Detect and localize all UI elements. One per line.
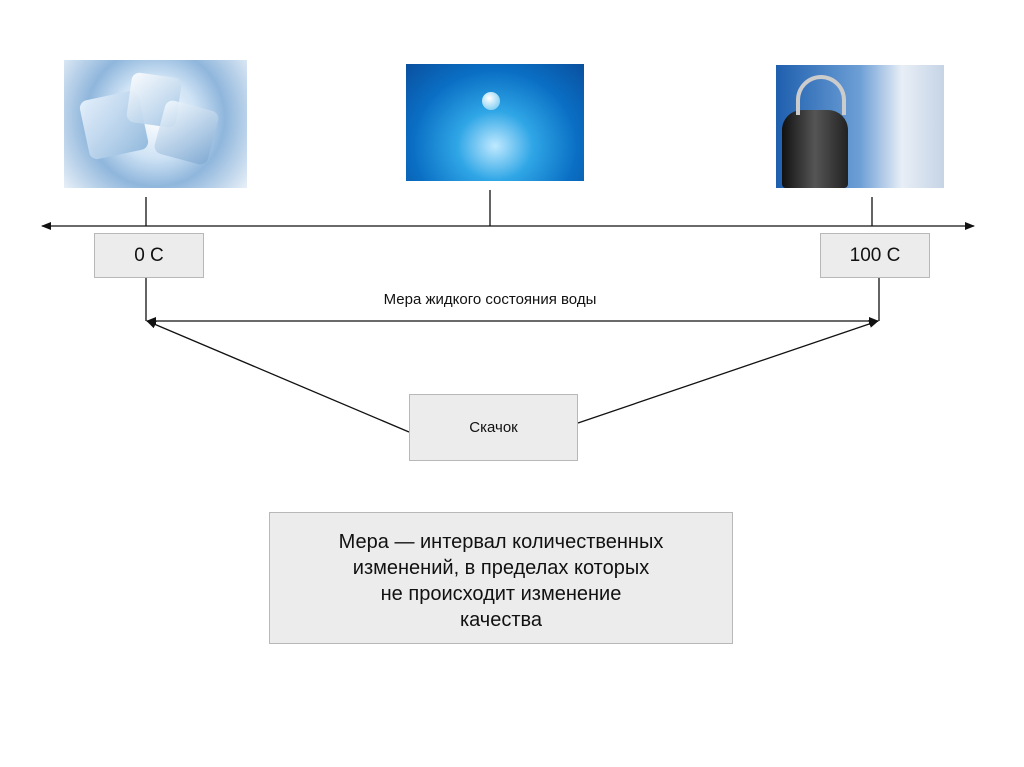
definition-line: качества: [459, 609, 543, 631]
boiling-kettle-image: [776, 65, 944, 188]
leap-connector-left: [146, 320, 410, 433]
definition-line: изменений, в пределах которых: [352, 557, 650, 579]
leap-label: Скачок: [469, 419, 518, 436]
hundred-label: 100 С: [849, 244, 901, 266]
measure-liquid-label: Мера жидкого состояния воды: [383, 291, 597, 308]
zero-label: 0 С: [134, 244, 164, 266]
leap-connector-right: [577, 320, 879, 424]
definition-line: не происходит изменение: [380, 583, 622, 605]
definition-box: Мера — интервал количественных изменений…: [269, 512, 733, 644]
water-drop-image: [406, 64, 584, 181]
ice-cubes-image: [64, 60, 247, 188]
zero-degree-box: 0 С: [94, 233, 204, 278]
definition-line: Мера — интервал количественных: [338, 531, 664, 553]
hundred-degree-box: 100 С: [820, 233, 930, 278]
leap-box: Скачок: [409, 394, 578, 461]
